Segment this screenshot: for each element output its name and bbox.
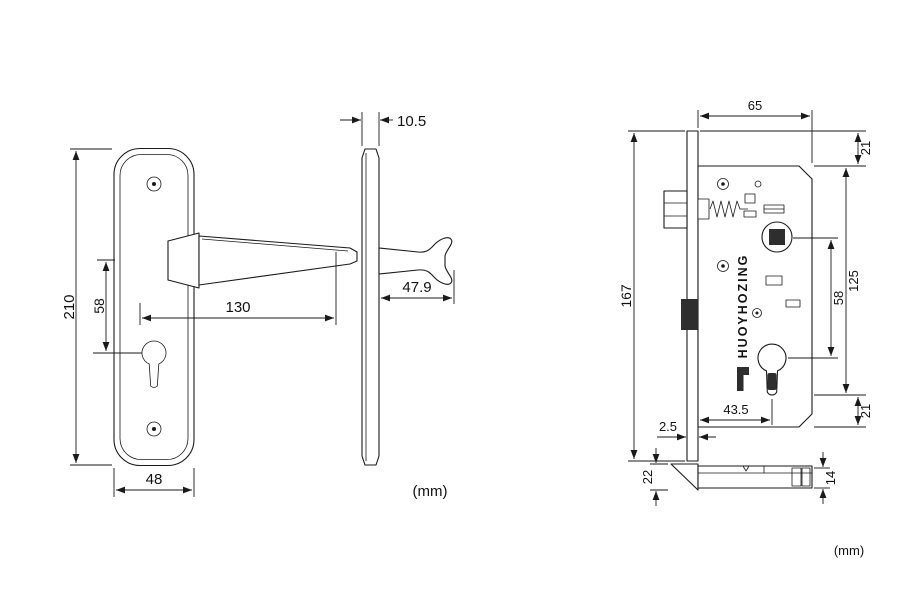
handle-collar (167, 232, 200, 289)
handle-profile-outline (378, 237, 453, 285)
side-view-plate-profile (361, 148, 453, 466)
mechanism-bracket (737, 367, 749, 391)
cylinder-cam (767, 373, 777, 390)
spindle-follower (761, 221, 793, 253)
units-label-left: (mm) (413, 483, 448, 500)
dim-plate-width: 48 (146, 471, 163, 488)
mechanism-detail-4 (785, 299, 801, 308)
side-view-dimensions: 10.5 47.9 (mm) (340, 112, 455, 500)
dim-faceplate-height: 167 (618, 284, 634, 308)
body-screw-top-icon (717, 178, 729, 190)
plate-profile-outline (361, 148, 380, 466)
dim-faceplate-thickness: 2.5 (659, 419, 677, 434)
top-screw-center (152, 182, 156, 186)
bottom-screw-icon (146, 421, 162, 437)
dim-handle-to-cylinder: 58 (91, 298, 107, 314)
mechanism-detail-2 (743, 210, 757, 218)
faceplate-edge-profile (697, 465, 813, 489)
brand-text: HUOYHOZING (736, 254, 750, 359)
front-view-dimensions: 210 58 130 48 (61, 148, 337, 497)
dim-faceplate-width: 14 (823, 471, 838, 485)
lock-bottom-dimensions: 22 14 (mm) (640, 448, 864, 558)
dim-backset: 43.5 (723, 402, 748, 417)
latch-spring-icon (709, 200, 748, 218)
spindle-square-hole (769, 229, 785, 245)
mechanism-detail-1 (744, 193, 756, 204)
lock-bottom-view (670, 463, 813, 491)
dim-top-margin: 21 (858, 141, 873, 155)
body-screw-low-icon (752, 308, 762, 318)
latch-bolt (663, 190, 688, 229)
latch-tail (697, 198, 710, 220)
dim-plate-thickness: 10.5 (397, 113, 426, 130)
dim-body-height: 125 (846, 270, 861, 292)
edge-notch (742, 465, 750, 472)
edge-detail-2 (801, 467, 811, 487)
deadbolt (681, 299, 698, 330)
bottom-screw-center (152, 427, 156, 431)
edge-detail-1 (791, 467, 802, 487)
lock-body-dimensions: 65 21 167 125 58 43.5 2.5 21 (618, 98, 873, 462)
keyhole-cutout (141, 340, 167, 388)
lock-faceplate (686, 130, 699, 462)
dim-handle-length: 130 (225, 299, 250, 316)
dim-spindle-to-cylinder: 58 (831, 291, 846, 305)
lock-body-outline (697, 165, 813, 428)
dim-plate-height: 210 (61, 294, 78, 319)
dim-lock-depth: 22 (640, 470, 655, 484)
body-screw-mid-icon (717, 260, 729, 272)
dim-bottom-margin: 21 (858, 404, 873, 418)
plate-outline (113, 147, 195, 467)
units-label-right: (mm) (834, 543, 864, 558)
plate-inner-outline (119, 154, 189, 460)
lever-bevel-line (201, 238, 349, 252)
front-view-handle-plate (113, 147, 358, 467)
cylinder-hole (757, 343, 787, 396)
latch-bevel-profile (670, 463, 699, 491)
lever-handle (198, 235, 358, 286)
dim-body-width: 65 (748, 98, 762, 113)
mechanism-detail-3 (765, 275, 783, 286)
top-screw-icon (146, 176, 162, 192)
dim-handle-projection: 47.9 (402, 279, 431, 296)
lock-body-view: HUOYHOZING (663, 130, 813, 462)
body-pin-icon (754, 180, 762, 188)
